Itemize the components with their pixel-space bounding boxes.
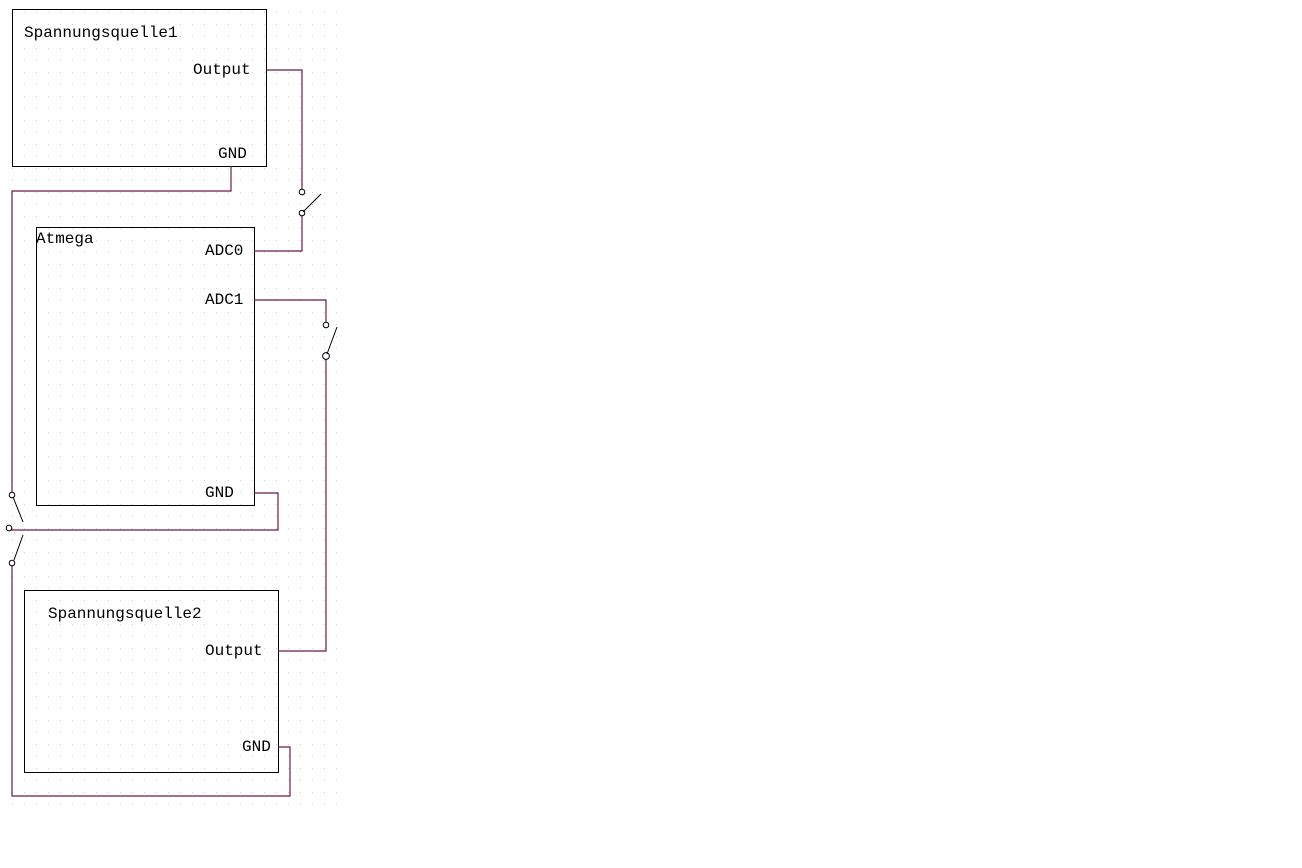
switch-2-contact-top <box>322 321 330 329</box>
switch-1-contact-top <box>298 188 306 196</box>
block-spannungsquelle2-title: Spannungsquelle2 <box>48 605 202 623</box>
block-atmega-gnd-pin[interactable]: GND <box>205 484 234 502</box>
switch-2-contact-bottom <box>322 352 330 360</box>
switch-3-contact-top <box>8 491 16 499</box>
block-spannungsquelle1-title: Spannungsquelle1 <box>24 24 178 42</box>
block-atmega-title: Atmega <box>36 230 94 248</box>
dot-grid <box>12 12 337 805</box>
wire-adc0[interactable] <box>254 215 303 252</box>
wire-adc1[interactable] <box>254 299 327 322</box>
block-spannungsquelle2[interactable]: Spannungsquelle2 Output GND <box>24 590 279 773</box>
block-atmega-adc1-pin[interactable]: ADC1 <box>205 291 243 309</box>
block-spannungsquelle2-gnd-pin[interactable]: GND <box>242 738 271 756</box>
switch-1[interactable] <box>298 188 322 217</box>
block-spannungsquelle1[interactable]: Spannungsquelle1 Output GND <box>12 9 267 167</box>
switch-3-contact-middle <box>5 524 13 532</box>
block-spannungsquelle1-gnd-pin[interactable]: GND <box>218 145 247 163</box>
block-spannungsquelle2-output-pin[interactable]: Output <box>205 642 263 660</box>
switch-3-contact-bottom <box>8 559 16 567</box>
switch-3-blade-bottom <box>13 534 24 561</box>
switch-2-blade <box>326 326 338 355</box>
wire-atmega-gnd[interactable] <box>11 492 279 531</box>
switch-1-blade <box>302 193 322 213</box>
block-atmega[interactable]: Atmega ADC0 ADC1 GND <box>36 227 255 506</box>
wire-source1-gnd[interactable] <box>11 166 232 492</box>
wire-source2-gnd[interactable] <box>11 566 291 797</box>
block-atmega-outline <box>36 227 255 506</box>
wire-source1-output[interactable] <box>266 69 303 190</box>
switch-2[interactable] <box>322 321 338 360</box>
block-spannungsquelle1-outline <box>12 9 267 167</box>
switch-3-blade-top <box>12 496 24 523</box>
wires <box>11 69 327 797</box>
switch-3[interactable] <box>5 491 24 567</box>
block-atmega-adc0-pin[interactable]: ADC0 <box>205 242 243 260</box>
wire-source2-output[interactable] <box>278 359 327 652</box>
block-spannungsquelle1-output-pin[interactable]: Output <box>193 61 251 79</box>
block-spannungsquelle2-outline <box>24 590 279 773</box>
